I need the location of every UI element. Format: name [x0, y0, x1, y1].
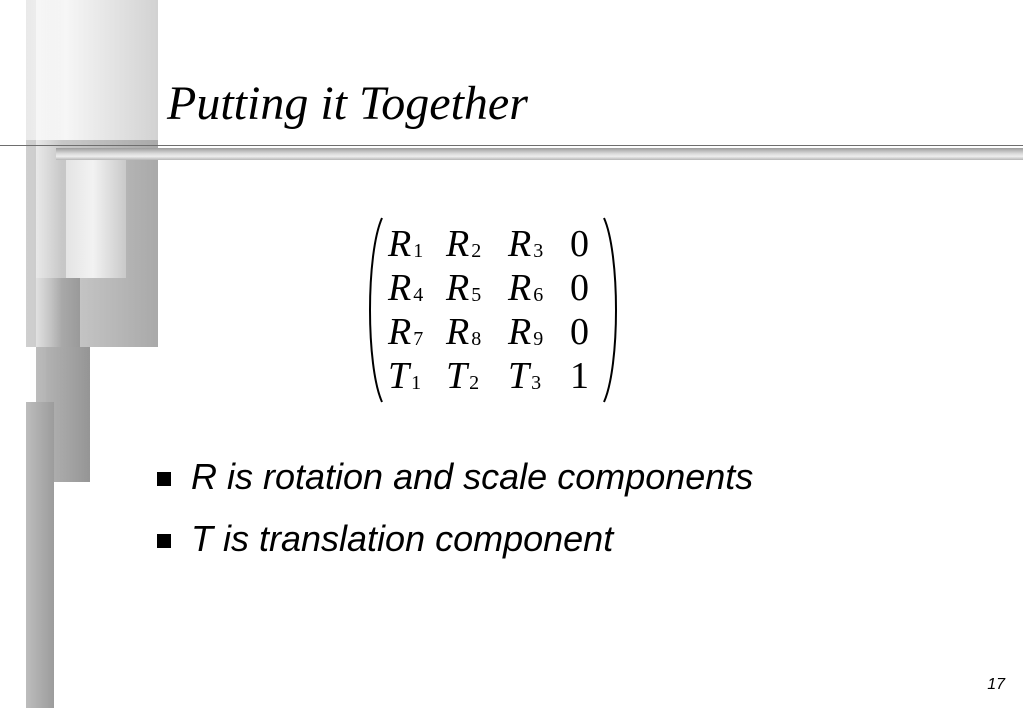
decorative-bar: [26, 402, 54, 708]
left-paren-icon: [362, 214, 386, 406]
list-item: T is translation component: [157, 508, 753, 570]
matrix-cell: 1: [570, 355, 589, 397]
square-bullet-icon: [157, 534, 171, 548]
bullet-text: R is rotation and scale components: [191, 456, 754, 497]
title-rule-bar: [56, 148, 1023, 160]
bullet-text: T is translation component: [191, 518, 614, 559]
decorative-highlight: [36, 0, 62, 347]
matrix-cell: 0: [570, 311, 589, 353]
bullet-list: R is rotation and scale components T is …: [157, 446, 753, 570]
square-bullet-icon: [157, 472, 171, 486]
matrix-cell: 0: [570, 267, 589, 309]
matrix-cell: 0: [570, 223, 589, 265]
decorative-bar: [66, 158, 126, 278]
slide-title: Putting it Together: [167, 77, 528, 130]
title-rule-line: [0, 145, 1023, 146]
page-number: 17: [987, 676, 1005, 693]
right-paren-icon: [600, 214, 624, 406]
list-item: R is rotation and scale components: [157, 446, 753, 508]
